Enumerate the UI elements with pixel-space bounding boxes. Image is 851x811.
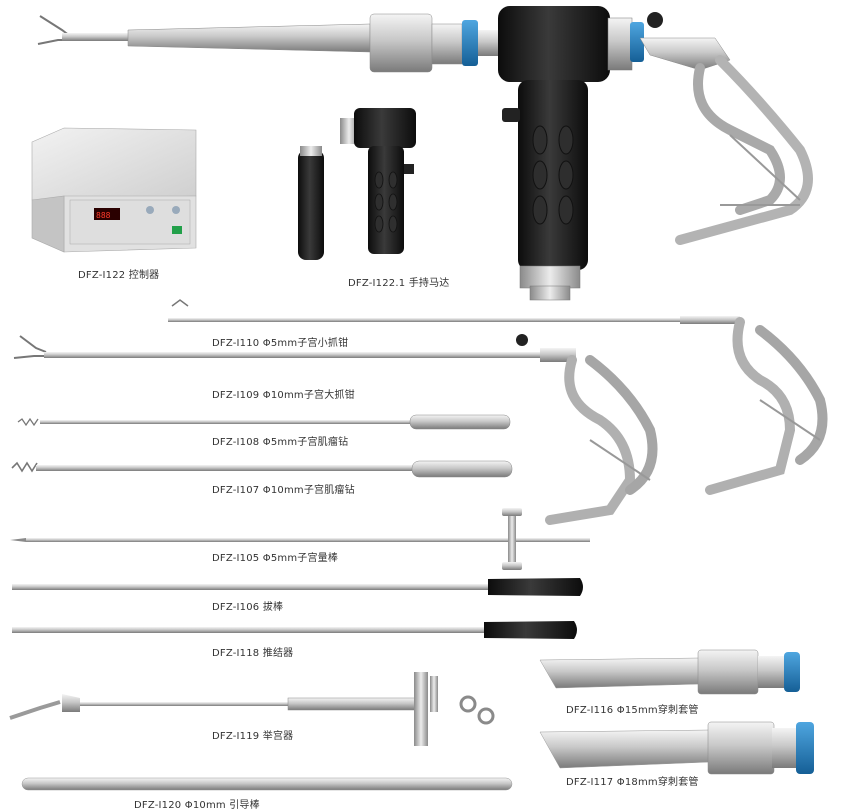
label-small-forceps: DFZ-Ⅰ110 Φ5mm子宫小抓钳 — [212, 338, 349, 349]
label-drill-5mm: DFZ-Ⅰ108 Φ5mm子宫肌瘤钻 — [212, 437, 349, 448]
label-probe: DFZ-Ⅰ105 Φ5mm子宫量棒 — [212, 553, 339, 564]
label-manipulator: DFZ-Ⅰ119 举宫器 — [212, 731, 294, 742]
large-grasping-forceps — [13, 334, 658, 525]
extractor-rod — [12, 578, 583, 596]
label-trocar-18mm: DFZ-Ⅰ117 Φ18mm穿刺套管 — [566, 777, 699, 788]
myoma-drill-5mm — [17, 414, 511, 430]
label-large-forceps: DFZ-Ⅰ109 Φ10mm子宫大抓钳 — [212, 390, 355, 401]
uterine-manipulator — [9, 672, 495, 746]
uterine-probe — [10, 508, 590, 570]
trocar-18mm — [539, 721, 814, 775]
label-guide-rod: DFZ-Ⅰ120 Φ10mm 引导棒 — [134, 800, 260, 811]
hand-motor — [298, 108, 416, 260]
small-grasping-forceps — [168, 299, 828, 495]
label-controller: DFZ-Ⅰ122 控制器 — [78, 270, 160, 281]
controller-display-value: 888 — [96, 211, 111, 220]
guide-rod — [21, 777, 513, 791]
trocar-15mm — [539, 649, 800, 695]
label-trocar-15mm: DFZ-Ⅰ116 Φ15mm穿刺套管 — [566, 705, 699, 716]
label-hand-motor: DFZ-Ⅰ122.1 手持马达 — [348, 278, 450, 289]
morcellator-assembly — [37, 6, 813, 301]
knot-pusher — [12, 621, 577, 639]
label-drill-10mm: DFZ-Ⅰ107 Φ10mm子宫肌瘤钻 — [212, 485, 355, 496]
controller-box — [31, 127, 197, 253]
label-extractor: DFZ-Ⅰ106 拔棒 — [212, 602, 284, 613]
myoma-drill-10mm — [11, 460, 513, 478]
label-knot-pusher: DFZ-Ⅰ118 推结器 — [212, 648, 294, 659]
